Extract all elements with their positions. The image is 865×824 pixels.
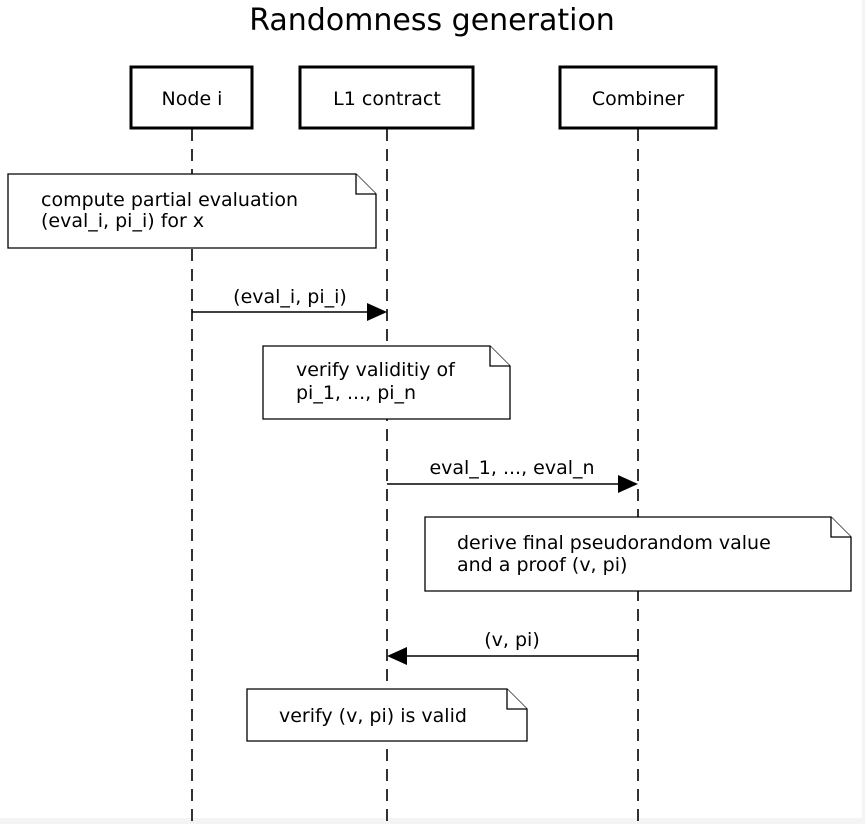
right-edge-strip (862, 0, 865, 824)
bottom-edge-strip (0, 818, 865, 824)
note-2-line-2: pi_1, ..., pi_n (296, 382, 416, 404)
message-1-label: (eval_i, pi_i) (233, 286, 347, 308)
note-3-line-2: and a proof (v, pi) (457, 554, 627, 576)
participant-node: Node i (129, 65, 254, 130)
arrowhead-right (618, 475, 638, 493)
participant-combiner-label: Combiner (592, 88, 684, 110)
message-3-label: (v, pi) (484, 629, 540, 651)
message-partial-evaluation: (eval_i, pi_i) (192, 286, 387, 321)
participant-combiner: Combiner (558, 65, 718, 130)
arrowhead-left (387, 647, 407, 665)
note-3-line-1: derive final pseudorandom value (457, 532, 771, 554)
message-2-label: eval_1, ..., eval_n (429, 457, 594, 479)
participant-l1-label: L1 contract (333, 88, 441, 110)
note-1-line-2: (eval_i, pi_i) for x (41, 210, 204, 232)
message-evaluations: eval_1, ..., eval_n (387, 457, 638, 493)
note-1-line-1: compute partial evaluation (41, 189, 298, 211)
participant-node-label: Node i (162, 88, 223, 110)
note-compute-partial-evaluation: compute partial evaluation (eval_i, pi_i… (7, 173, 377, 249)
arrowhead-right (367, 303, 387, 321)
note-verify-valid: verify (v, pi) is valid (246, 688, 528, 742)
message-value-and-proof: (v, pi) (387, 629, 638, 665)
note-2-line-1: verify validitiy of (296, 359, 456, 381)
participant-l1: L1 contract (298, 65, 475, 130)
note-4-line-1: verify (v, pi) is valid (279, 705, 467, 727)
note-derive-final-value: derive final pseudorandom value and a pr… (424, 516, 852, 592)
diagram-title: Randomness generation (249, 3, 615, 38)
note-verify-validity: verify validitiy of pi_1, ..., pi_n (262, 345, 511, 420)
